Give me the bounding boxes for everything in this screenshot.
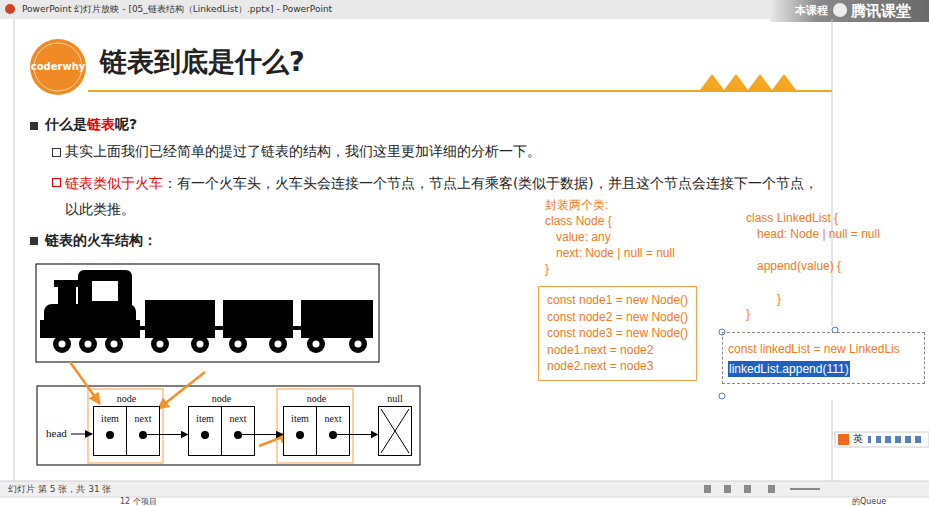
bullet-heading: 链表的火车结构： — [45, 232, 157, 249]
code-line: const node1 = new Node() — [547, 292, 688, 309]
explorer-text: 12 个项目 — [120, 497, 157, 506]
code-line: class Node { — [545, 214, 612, 228]
status-text: 幻灯片 第 5 张，共 31 张 — [8, 484, 111, 495]
status-icons — [704, 485, 820, 493]
pointer-stub — [143, 434, 160, 435]
list-node: node itemnext — [283, 392, 350, 456]
next-pointer — [160, 434, 188, 435]
code-line: } — [545, 262, 549, 276]
header-rule — [88, 90, 832, 92]
ime-icons — [868, 436, 921, 443]
cell-label: next — [127, 413, 159, 425]
highlight-rect — [277, 389, 353, 463]
code-line: linkedList.append(111) — [728, 361, 850, 378]
next-cell: next — [221, 406, 255, 456]
cell-label: item — [284, 413, 316, 425]
code-line: } — [746, 307, 750, 321]
watermark-ground — [770, 0, 929, 22]
code-line: node1.next = node2 — [547, 342, 688, 359]
watermark-brand: 腾讯课堂 — [851, 2, 911, 20]
explorer-text: 的Queue — [852, 497, 886, 506]
bullet-square — [30, 122, 38, 130]
train-frame — [36, 264, 379, 362]
head-pointer — [71, 434, 92, 435]
null-node: null — [378, 392, 412, 456]
watermark-icon — [833, 3, 847, 17]
code-line: const node2 = new Node() — [547, 309, 688, 326]
ime-mode: 英 — [853, 433, 863, 445]
null-box — [378, 406, 412, 456]
heading-keyword: 链表 — [87, 116, 115, 132]
code-line: class LinkedList { — [746, 211, 838, 225]
next-pointer — [350, 434, 378, 435]
pointer-dot — [329, 431, 337, 439]
node-heading: node — [93, 392, 160, 406]
cell-label: item — [94, 413, 126, 425]
bullet-square — [52, 178, 61, 187]
slide-title: 链表到底是什么? — [100, 46, 305, 78]
code-box: const node1 = new Node()const node2 = ne… — [538, 286, 697, 381]
annotation-arrow — [158, 372, 205, 409]
slide-edge — [832, 19, 833, 326]
pointer-stub — [238, 434, 255, 435]
cell-label: item — [189, 413, 221, 425]
pointer-dot — [201, 431, 209, 439]
code-line: head: Node | null = null — [757, 227, 880, 241]
head-label: head — [46, 427, 67, 440]
code-line: } — [777, 292, 781, 306]
train-illustration — [40, 270, 373, 353]
highlight-rect — [88, 389, 163, 463]
code-line: const linkedList = new LinkedLis — [728, 341, 922, 358]
window-title: PowerPoint 幻灯片放映 - [05_链表结构（LinkedList）.… — [22, 4, 332, 15]
logo-text: coderwhy — [30, 61, 86, 73]
item-cell: item — [93, 406, 127, 456]
app-icon — [5, 4, 15, 14]
bullet-paragraph: 链表类似于火车：有一个火车头，火车头会连接一个节点，节点上有乘客(类似于数据)，… — [65, 170, 827, 222]
ime-toolbar — [835, 432, 929, 447]
node-heading: node — [283, 392, 350, 406]
slide-edge — [14, 19, 15, 481]
status-bar — [0, 481, 929, 497]
bullet-square — [52, 148, 61, 157]
code-line: 封装两个类: — [545, 198, 608, 212]
selected-textbox: const linkedList = new LinkedLis linkedLi… — [722, 332, 925, 384]
pointer-dot — [296, 431, 304, 439]
logo-circle — [30, 39, 86, 95]
ime-logo — [838, 434, 849, 445]
bullet-text: 其实上面我们已经简单的提过了链表的结构，我们这里更加详细的分析一下。 — [65, 143, 541, 159]
null-label: null — [378, 392, 412, 406]
code-line: const node3 = new Node() — [547, 325, 688, 342]
next-cell: next — [126, 406, 160, 456]
bullet-text: ：有一个火车头，火车头会连接一个节点，节点上有乘客(类似于数据)，并且这个节点会… — [65, 175, 818, 217]
item-cell: item — [188, 406, 222, 456]
heading-text: 呢? — [115, 116, 137, 132]
watermark-text: 本课程 — [795, 4, 828, 17]
list-node: node itemnext — [188, 392, 255, 456]
code-line: append(value) { — [757, 259, 841, 273]
node-heading: node — [188, 392, 255, 406]
bullet-heading: 什么是链表呢? — [45, 116, 137, 133]
status-rule — [0, 481, 929, 482]
bullet-keyword: 链表类似于火车 — [65, 175, 163, 191]
pointer-dot — [139, 431, 147, 439]
next-pointer — [255, 434, 283, 435]
code-line: value: any — [556, 230, 611, 244]
pointer-dot — [234, 431, 242, 439]
bullet-square — [30, 237, 38, 245]
slide-edge — [832, 400, 833, 481]
heading-text: 什么是 — [45, 116, 87, 132]
item-cell: item — [283, 406, 317, 456]
code-line: next: Node | null = null — [556, 246, 675, 260]
next-cell: next — [316, 406, 350, 456]
pointer-dot — [106, 431, 114, 439]
cell-label: next — [222, 413, 254, 425]
code-line: node2.next = node3 — [547, 358, 688, 375]
cell-label: next — [317, 413, 349, 425]
list-node: node itemnext — [93, 392, 160, 456]
annotation-arrow — [70, 362, 100, 404]
header-zigzag — [700, 74, 796, 90]
pointer-stub — [333, 434, 350, 435]
